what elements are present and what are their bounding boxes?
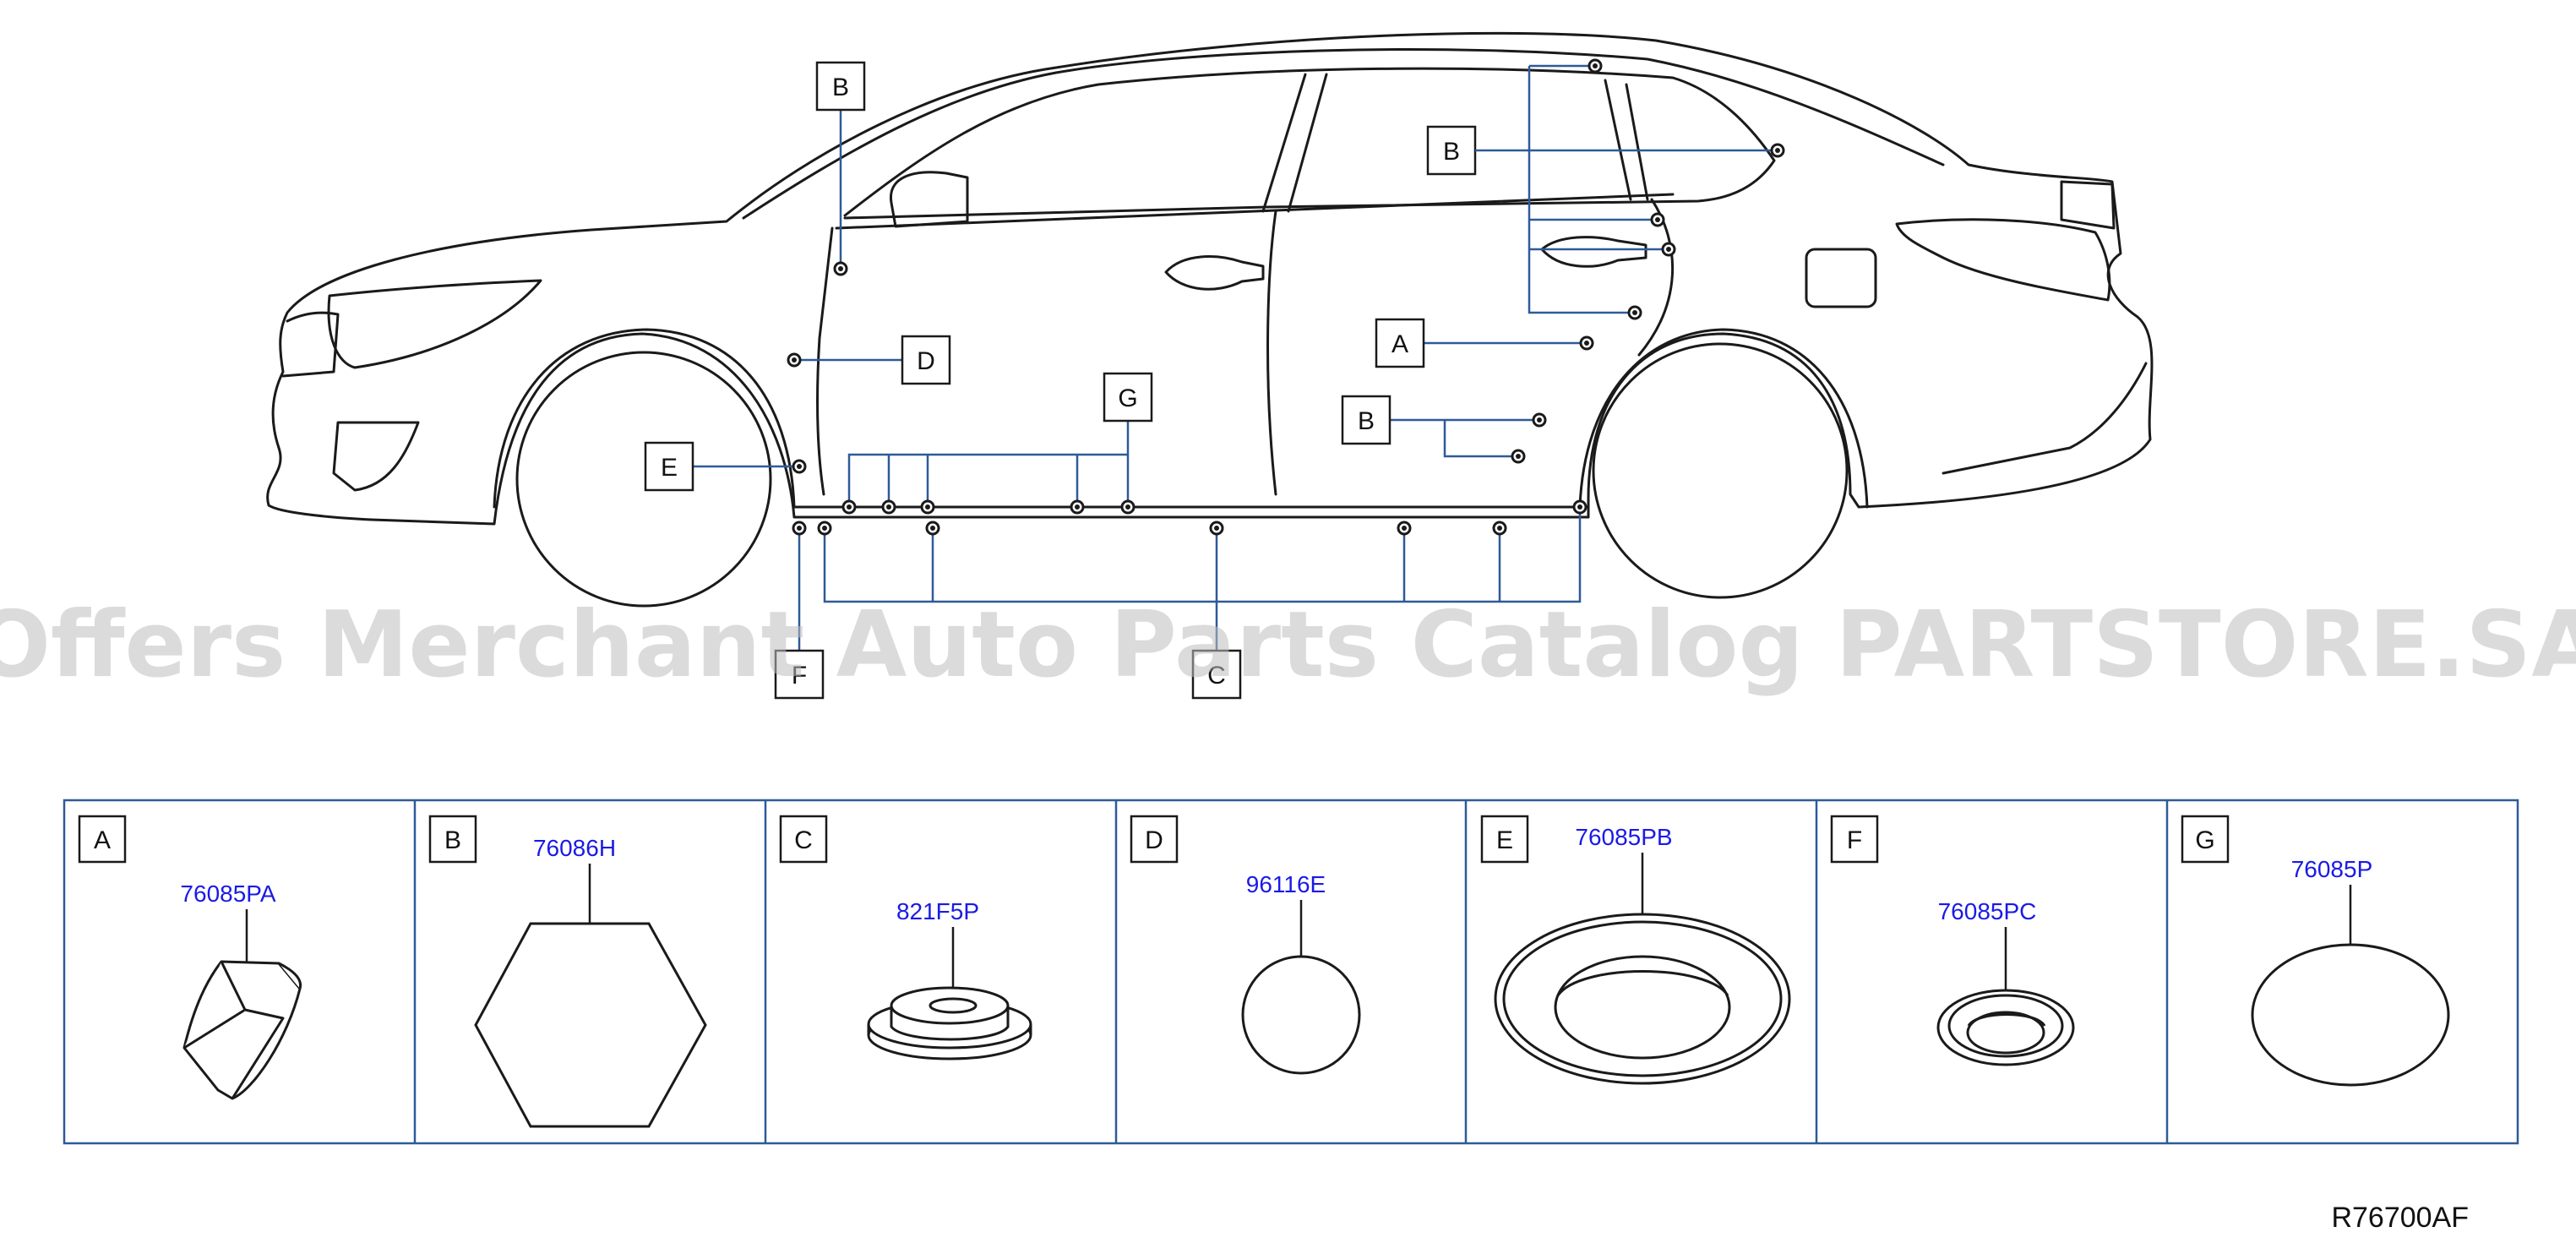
roof-line (742, 48, 1945, 220)
callout-sill-g: G (1103, 372, 1153, 423)
leader-sill-g (847, 421, 1130, 507)
clip-b-hexagon (474, 922, 707, 1128)
clip-c-grommet (867, 986, 1032, 1060)
callout-rear-window-b: B (1426, 125, 1529, 176)
leader-bottom-c (823, 507, 1582, 659)
b-pillar (1261, 73, 1328, 213)
legend-cell-a: A 76085PA (78, 815, 302, 1100)
rear-wheel-arch (1578, 328, 1869, 509)
beltline (835, 193, 1675, 230)
callout-label: E (661, 454, 678, 482)
rear-wheel (1592, 342, 1849, 599)
callout-front-e: E (644, 441, 694, 492)
front-grille (281, 311, 340, 378)
callout-label: B (1358, 407, 1375, 435)
callout-label: C (1207, 662, 1226, 690)
callout-door-top-b: B (815, 61, 866, 112)
legend-cell-c: C 821F5P (779, 815, 1032, 1060)
part-number: 76085P (2291, 856, 2373, 882)
car-body-silhouette (266, 31, 2154, 526)
legend-letter: D (1145, 826, 1163, 854)
part-number: 76086H (533, 835, 616, 861)
callout-door-d: D (901, 335, 951, 385)
clip-e-grommet (1494, 913, 1791, 1085)
car-side-outline (266, 31, 2154, 608)
legend-letter: F (1847, 826, 1862, 854)
clip-g-plug (2251, 943, 2450, 1087)
leader-lines (693, 64, 1778, 659)
callout-rear-lower-b: B (1341, 395, 1391, 445)
fuel-door (1805, 248, 1877, 308)
window-frame (843, 67, 1776, 220)
parts-legend-table: A 76085PA B 76086H C 821F5P (63, 799, 2519, 1145)
legend-cell-g: G 76085P (2181, 815, 2450, 1087)
callout-label: G (1118, 384, 1137, 412)
headlight (327, 279, 542, 369)
legend-cell-d: D 96116E (1130, 815, 1361, 1075)
callout-label: D (917, 347, 935, 375)
callout-label: A (1391, 330, 1408, 358)
diagram-code: R76700AF (2331, 1202, 2469, 1234)
leader-rear-lower-b (1390, 418, 1538, 458)
center-door-seam (1266, 210, 1277, 496)
clip-d-plug (1241, 955, 1361, 1075)
legend-letter: C (794, 826, 813, 854)
front-wheel-arch (493, 328, 796, 509)
clip-f-grommet (1936, 989, 2075, 1066)
leader-rear-window-b (1528, 64, 1778, 314)
tail-light (1895, 218, 2111, 302)
callout-label: B (1443, 138, 1460, 166)
legend-letter: A (94, 826, 111, 854)
trunk-spoiler (2060, 180, 2116, 230)
legend-cell-e: E 76085PB (1480, 815, 1791, 1085)
part-number: 76085PB (1575, 824, 1672, 850)
part-number: 96116E (1246, 871, 1326, 897)
part-number: 76085PA (180, 881, 275, 907)
fog-lamp (332, 421, 420, 492)
legend-letter: E (1496, 826, 1513, 854)
watermark-text: Offers Merchant Auto Parts Catalog PARTS… (0, 592, 2576, 698)
callout-bottom-f: F (774, 649, 825, 700)
part-number: 821F5P (896, 898, 979, 924)
legend-cell-f: F 76085PC (1830, 815, 2075, 1066)
front-door-handle (1164, 255, 1265, 291)
side-mirror (889, 171, 969, 228)
callout-label: B (832, 74, 849, 101)
clip-a-illustration (182, 960, 302, 1100)
front-door-seam (816, 226, 834, 496)
rear-bumper (1942, 362, 2148, 475)
callout-label: F (792, 662, 807, 690)
callout-bottom-c: C (1191, 649, 1242, 700)
c-pillar (1604, 79, 1649, 201)
callout-rear-a: A (1375, 318, 1425, 368)
part-number: 76085PC (1938, 898, 2037, 924)
legend-letter: G (2195, 826, 2214, 854)
front-wheel (515, 351, 772, 608)
clip-marker-centers (792, 63, 1780, 531)
legend-cell-b: B 76086H (428, 815, 707, 1128)
legend-letter: B (444, 826, 461, 854)
rear-door-handle (1540, 236, 1647, 268)
